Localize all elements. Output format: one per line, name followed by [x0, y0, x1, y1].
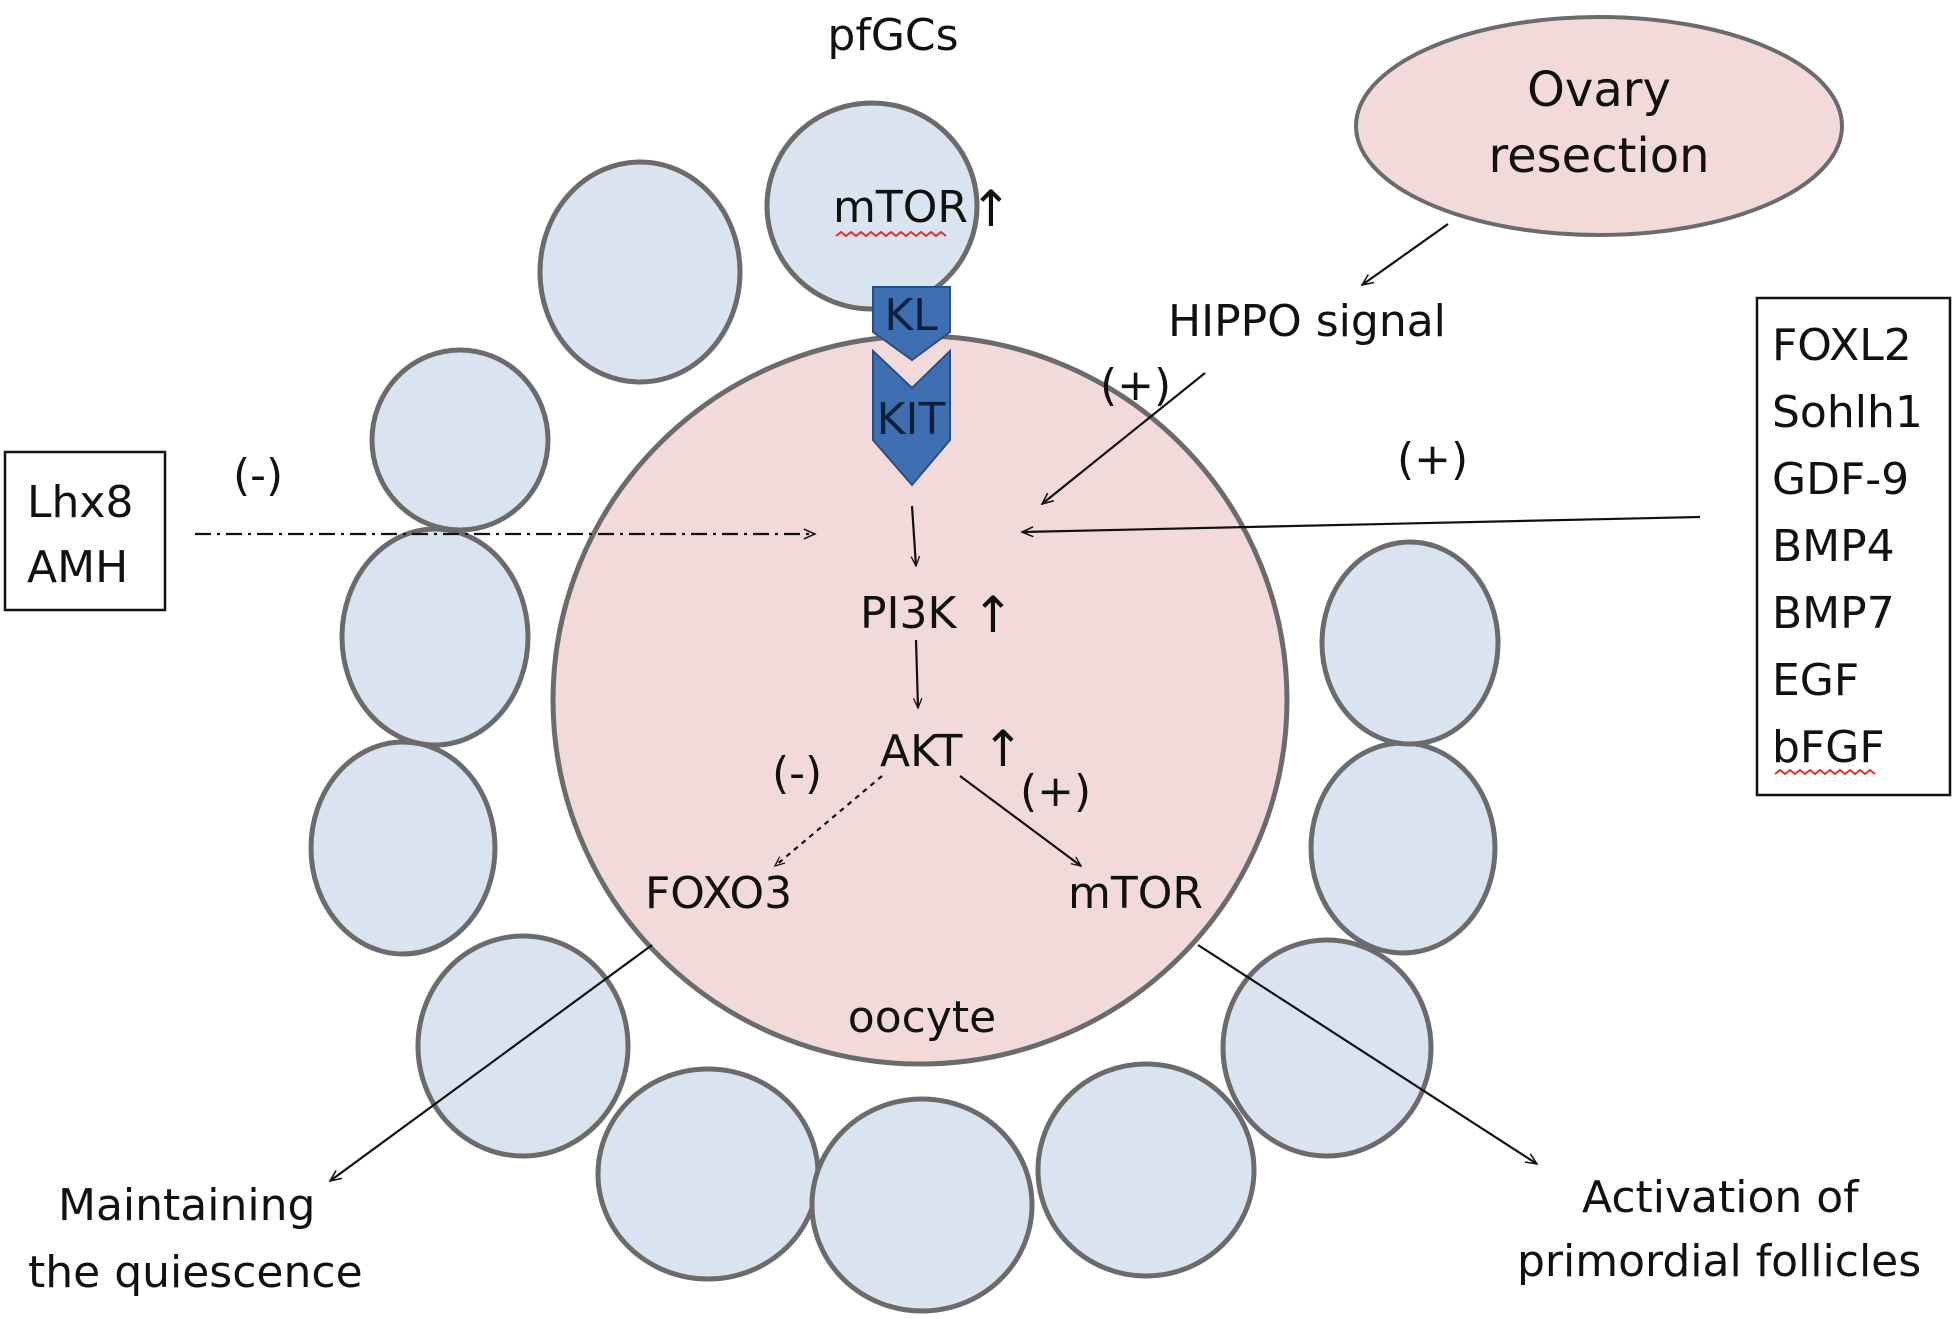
granulosa-cell — [1035, 1061, 1257, 1279]
plus-akt: (+) — [1020, 766, 1091, 817]
granulosa-cell — [1308, 740, 1498, 956]
granulosa-cell — [308, 739, 498, 957]
inhibitor-lhx8: Lhx8 — [27, 477, 133, 528]
activator-bmp4: BMP4 — [1772, 521, 1895, 572]
activator-gdf9: GDF-9 — [1772, 454, 1909, 505]
mtor-granulosa-label: mTOR — [833, 182, 968, 233]
mtor-oocyte-label: mTOR — [1068, 868, 1203, 919]
activator-sohlh1: Sohlh1 — [1772, 387, 1923, 438]
granulosa-cell — [595, 1066, 821, 1282]
arrow-foxo3-to-quiescence — [330, 944, 653, 1181]
foxo3-label: FOXO3 — [645, 868, 792, 919]
arrow-mtor-to-activation — [1197, 944, 1537, 1164]
granulosa-cell — [1319, 539, 1501, 747]
pfgcs-label: pfGCs — [827, 10, 958, 61]
inhibitor-box — [3, 450, 167, 612]
hippo-signal-label: HIPPO signal — [1168, 296, 1446, 347]
ovary-line2: resection — [1488, 128, 1709, 184]
ovary-resection-node — [1354, 15, 1844, 237]
kl-label: KL — [884, 290, 938, 341]
plus-right: (+) — [1397, 434, 1468, 485]
akt-up-arrow: ↑ — [982, 720, 1024, 778]
granulosa-cell — [415, 933, 631, 1159]
activator-bfgf: bFGF — [1772, 722, 1885, 773]
arrow-hippo-to-oocyte — [1042, 372, 1206, 504]
kit-receptor-shape — [872, 348, 951, 487]
activation-line2: primordial follicles — [1517, 1236, 1921, 1287]
arrow-kit-to-pi3k — [912, 505, 916, 566]
spellcheck-underline-bfgf — [1774, 768, 1876, 776]
activator-egf: EGF — [1772, 655, 1859, 706]
kl-ligand-shape — [872, 286, 951, 362]
arrow-ovary-to-hippo — [1362, 223, 1449, 285]
activator-foxl2: FOXL2 — [1772, 320, 1912, 371]
maintain-line2: the quiescence — [28, 1247, 363, 1298]
mtor-up-arrow: ↑ — [970, 180, 1012, 238]
ovary-line1: Ovary — [1527, 62, 1671, 118]
granulosa-cell — [339, 526, 531, 748]
plus-hippo: (+) — [1100, 360, 1171, 411]
maintain-line1: Maintaining — [58, 1180, 315, 1231]
pi3k-up-arrow: ↑ — [972, 586, 1014, 644]
arrow-pi3k-to-akt — [916, 639, 918, 708]
pi3k-label: PI3K — [860, 588, 958, 639]
granulosa-cell — [809, 1096, 1035, 1314]
granulosa-cell — [537, 159, 743, 385]
kit-label: KIT — [877, 394, 946, 445]
activator-bmp7: BMP7 — [1772, 588, 1895, 639]
granulosa-cell — [369, 347, 551, 533]
spellcheck-underline-mtor — [835, 230, 947, 238]
arrow-akt-to-foxo3 — [775, 775, 883, 866]
inhibitor-amh: AMH — [27, 542, 128, 593]
minus-akt: (-) — [772, 748, 822, 799]
activation-line1: Activation of — [1582, 1172, 1860, 1223]
granulosa-cell — [1220, 937, 1434, 1159]
oocyte-label: oocyte — [848, 992, 996, 1043]
activator-box — [1755, 296, 1952, 797]
arrow-activators-to-oocyte — [1022, 515, 1701, 532]
arrow-akt-to-mtor — [959, 775, 1081, 866]
minus-left: (-) — [233, 450, 283, 501]
akt-label: AKT — [880, 726, 963, 777]
